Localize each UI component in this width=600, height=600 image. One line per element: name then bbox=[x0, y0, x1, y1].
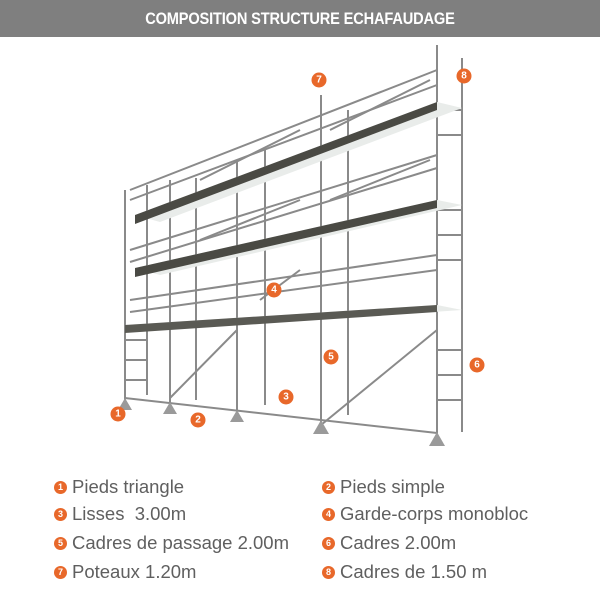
legend-label: Garde-corps monobloc bbox=[340, 503, 529, 524]
legend-label: Cadres de 1.50 m bbox=[340, 561, 488, 582]
title-bar: COMPOSITION STRUCTURE ECHAFAUDAGE bbox=[0, 0, 600, 37]
legend-item-7: 7 Poteaux 1.20m bbox=[54, 560, 196, 584]
number-badge-icon: 1 bbox=[54, 480, 67, 494]
legend-label: Cadres 2.00m bbox=[340, 532, 457, 553]
marker-number: 6 bbox=[474, 359, 480, 371]
marker-number: 5 bbox=[328, 351, 334, 363]
marker-3: 3 bbox=[278, 389, 294, 405]
page-title: COMPOSITION STRUCTURE ECHAFAUDAGE bbox=[145, 8, 455, 28]
marker-7: 7 bbox=[311, 72, 327, 88]
marker-4: 4 bbox=[266, 282, 282, 298]
number-badge-icon: 4 bbox=[322, 507, 335, 521]
marker-5: 5 bbox=[323, 349, 339, 365]
legend-item-3: 3 Lisses 3.00m bbox=[54, 502, 186, 526]
scaffolding-diagram: 1 2 3 4 5 6 7 8 bbox=[0, 37, 600, 457]
number-badge-icon: 2 bbox=[322, 480, 335, 494]
legend-item-2: 2 Pieds simple bbox=[322, 475, 445, 499]
number-badge-icon: 6 bbox=[322, 536, 335, 550]
marker-number: 2 bbox=[195, 414, 201, 426]
marker-number: 3 bbox=[283, 391, 289, 403]
legend-label: Cadres de passage 2.00m bbox=[72, 532, 289, 553]
number-badge-icon: 7 bbox=[54, 565, 67, 579]
legend-item-1: 1 Pieds triangle bbox=[54, 475, 184, 499]
marker-2: 2 bbox=[190, 412, 206, 428]
legend-label: Poteaux 1.20m bbox=[72, 561, 197, 582]
marker-number: 4 bbox=[271, 284, 277, 296]
marker-number: 7 bbox=[316, 74, 322, 86]
marker-8: 8 bbox=[456, 68, 472, 84]
legend-item-4: 4 Garde-corps monobloc bbox=[322, 502, 528, 526]
legend-item-6: 6 Cadres 2.00m bbox=[322, 531, 456, 555]
legend-label: Pieds simple bbox=[340, 476, 445, 497]
marker-number: 1 bbox=[115, 408, 121, 420]
legend-label: Pieds triangle bbox=[72, 476, 185, 497]
number-badge-icon: 8 bbox=[322, 565, 335, 579]
legend-label: Lisses 3.00m bbox=[72, 503, 187, 524]
legend-item-5: 5 Cadres de passage 2.00m bbox=[54, 531, 289, 555]
marker-6: 6 bbox=[469, 357, 485, 373]
scaffolding-illustration bbox=[118, 45, 463, 446]
marker-1: 1 bbox=[110, 406, 126, 422]
number-badge-icon: 3 bbox=[54, 507, 67, 521]
number-badge-icon: 5 bbox=[54, 536, 67, 550]
marker-number: 8 bbox=[461, 70, 467, 82]
legend-item-8: 8 Cadres de 1.50 m bbox=[322, 560, 487, 584]
